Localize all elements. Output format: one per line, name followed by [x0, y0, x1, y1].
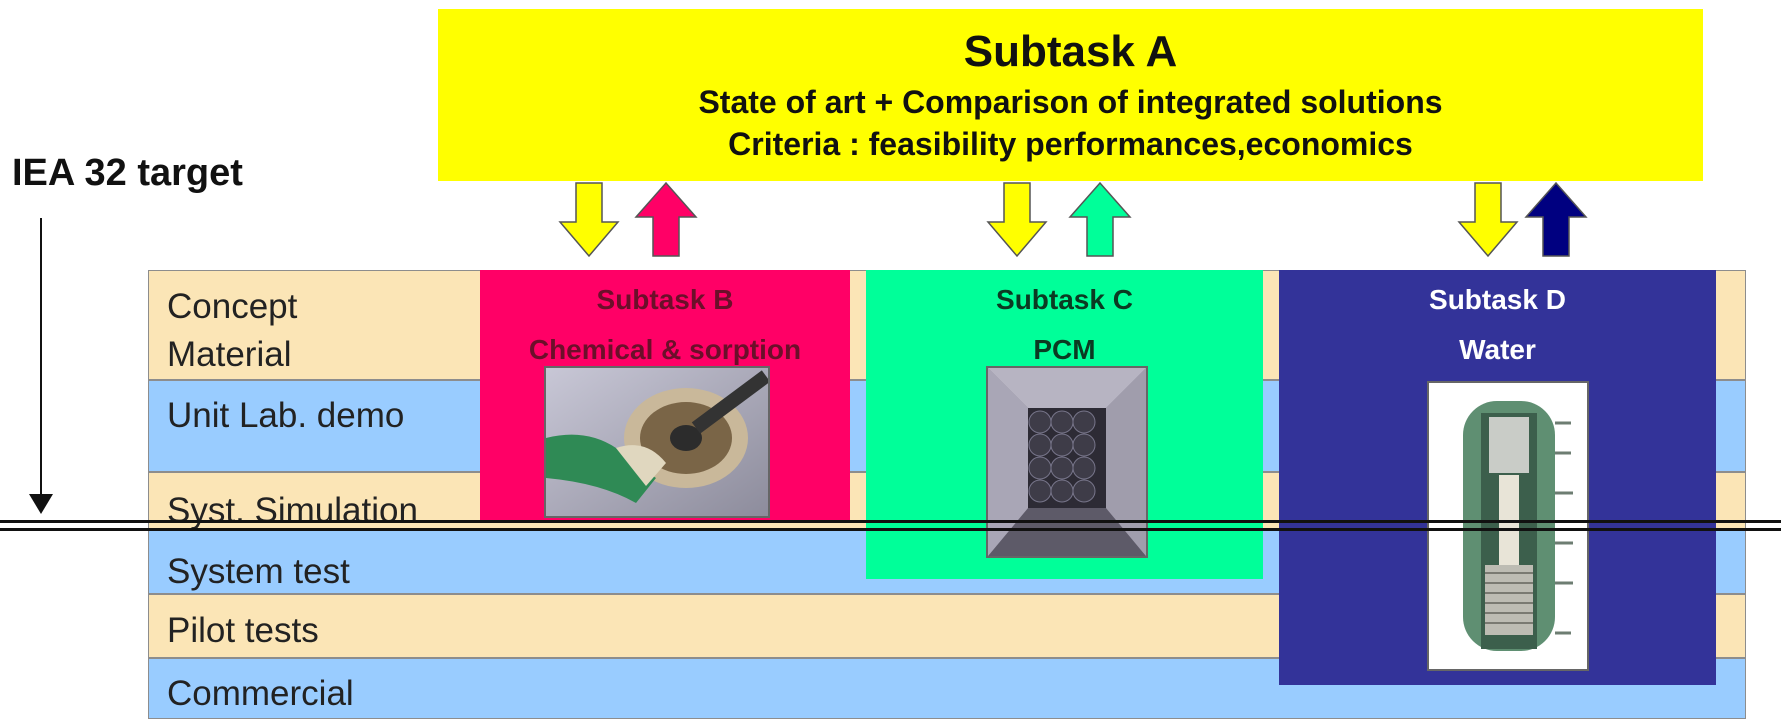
stage-label-material: Material: [167, 335, 292, 374]
water-tank-photo-icon: [1427, 381, 1589, 671]
subtask-c-title: Subtask C: [996, 284, 1133, 315]
subtask-a-line1: State of art + Comparison of integrated …: [698, 84, 1443, 120]
target-arrow-shaft: [40, 218, 42, 498]
subtask-a-line2: Criteria : feasibility performances,econ…: [728, 126, 1413, 162]
subtask-c-subtitle: PCM: [1033, 334, 1096, 365]
subtask-a-title: Subtask A: [963, 27, 1178, 76]
stage-label-unit-lab: Unit Lab. demo: [167, 396, 405, 435]
up-arrow-d-icon: [1524, 181, 1588, 257]
target-label: IEA 32 target: [12, 152, 243, 194]
flow-arrows: [558, 181, 1588, 258]
stage-label-commercial: Commercial: [167, 674, 354, 713]
subtask-d-subtitle: Water: [1459, 334, 1536, 365]
sorption-tube-photo-icon: [544, 366, 771, 518]
subtask-d-title: Subtask D: [1429, 284, 1566, 315]
target-arrow-head-icon: [29, 494, 53, 514]
down-arrow-d-icon: [1457, 182, 1519, 258]
up-arrow-c-icon: [1068, 181, 1132, 257]
subtask-b-title: Subtask B: [596, 284, 734, 315]
stage-label-syst-simulation: Syst. Simulation: [167, 491, 418, 530]
stage-label-concept: Concept: [167, 287, 298, 326]
target-limit-line-upper: [0, 520, 1781, 523]
subtask-a-banner: Subtask A State of art + Comparison of i…: [438, 9, 1703, 181]
target-limit-line-lower: [0, 528, 1781, 531]
down-arrow-b-icon: [558, 182, 620, 258]
down-arrow-c-icon: [986, 182, 1048, 258]
up-arrow-b-icon: [634, 181, 698, 257]
stage-label-pilot-tests: Pilot tests: [167, 611, 319, 650]
stage-label-system-test: System test: [167, 552, 350, 591]
pcm-spheres-photo-icon: [986, 366, 1148, 558]
subtask-b-subtitle: Chemical & sorption: [528, 334, 802, 365]
